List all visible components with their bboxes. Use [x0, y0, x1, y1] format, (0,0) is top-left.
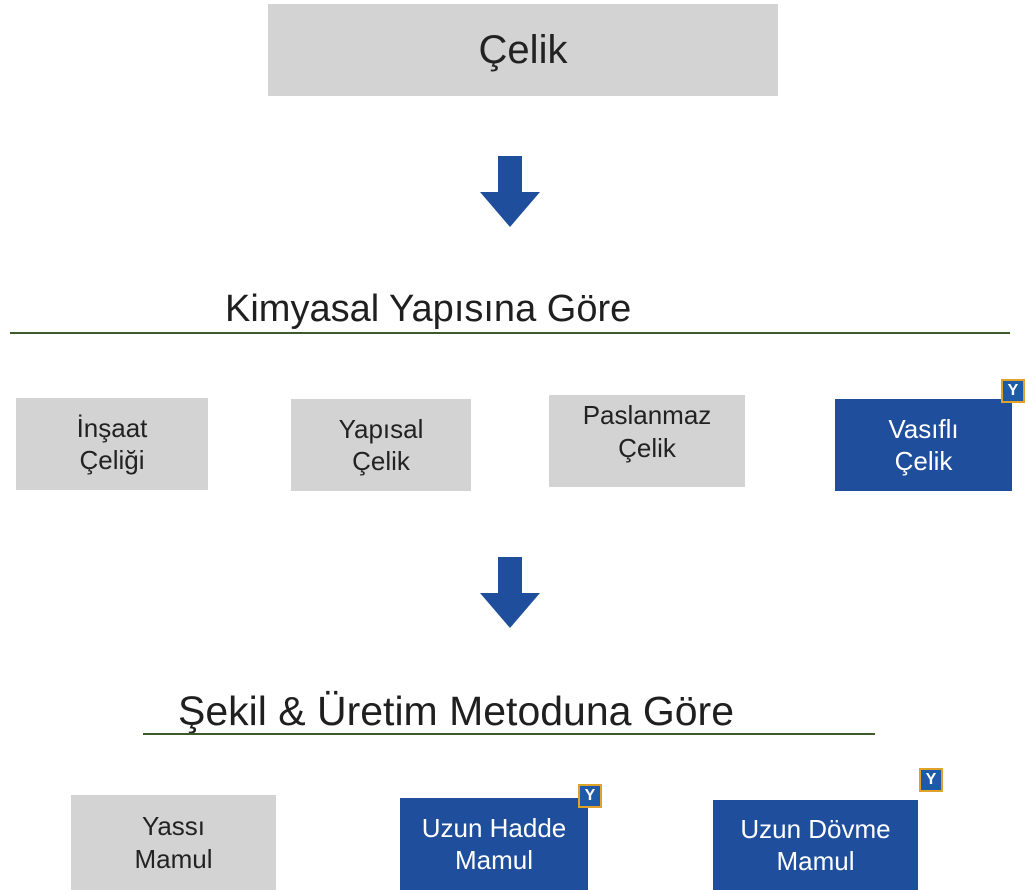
category-box-paslanmaz-celik: Paslanmaz Çelik — [549, 395, 745, 487]
product-label-line1: Uzun Dövme — [740, 813, 891, 844]
category-box-yapisal-celik: Yapısal Çelik — [291, 399, 471, 491]
section-divider-shape-method — [143, 733, 875, 735]
section-title-chemical: Kimyasal Yapısına Göre — [225, 288, 632, 330]
category-box-insaat-celigi: İnşaat Çeliği — [16, 398, 208, 490]
category-label-line2: Çelik — [618, 432, 676, 463]
brand-badge-icon: Y — [919, 768, 943, 792]
category-label-line2: Çelik — [352, 446, 410, 476]
category-label-line2: Çeliği — [79, 445, 145, 475]
product-box-uzun-hadde-mamul: Uzun Hadde Mamul — [400, 798, 588, 890]
brand-badge-icon: Y — [578, 784, 602, 808]
category-label-line1: Vasıflı — [888, 413, 959, 444]
product-box-uzun-dovme-mamul: Uzun Dövme Mamul — [713, 800, 918, 890]
product-label-line2: Mamul — [134, 843, 213, 874]
section-divider-chemical — [10, 332, 1010, 334]
brand-badge-icon: Y — [1001, 379, 1025, 403]
product-label-line2: Mamul — [776, 846, 855, 876]
product-label-line1: Yassı — [141, 811, 206, 841]
down-arrow-icon — [480, 557, 540, 628]
product-label-line2: Mamul — [454, 845, 533, 875]
category-label-line1: Paslanmaz — [582, 400, 712, 430]
section-title-shape-method: Şekil & Üretim Metoduna Göre — [178, 688, 735, 734]
category-label-line1: Yapısal — [338, 413, 424, 444]
product-label-line1: Uzun Hadde — [421, 812, 567, 843]
down-arrow-icon — [480, 156, 540, 227]
product-box-yassi-mamul: Yassı Mamul — [71, 795, 276, 890]
top-box-label: Çelik — [478, 28, 568, 72]
top-box-celik: Çelik — [268, 4, 778, 96]
category-label-line2: Çelik — [894, 446, 953, 476]
category-box-vasifli-celik: Vasıflı Çelik — [835, 399, 1012, 491]
category-label-line1: İnşaat — [76, 412, 148, 443]
